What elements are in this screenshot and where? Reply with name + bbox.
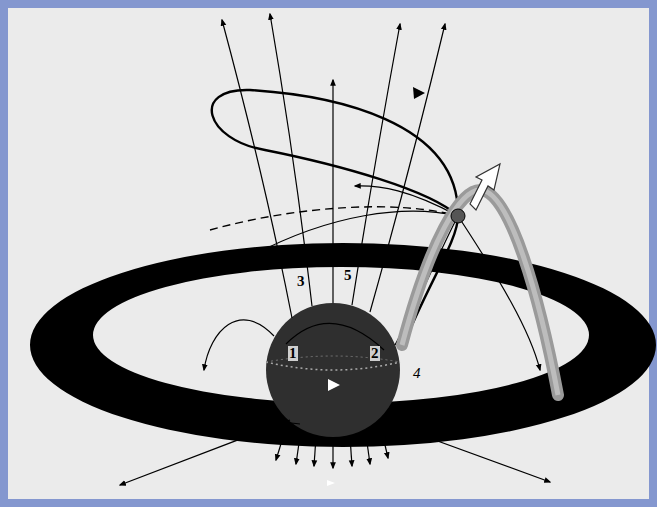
callout-number: 2 bbox=[370, 346, 380, 361]
callout-number: 3 bbox=[296, 274, 306, 289]
callout-number: 4 bbox=[412, 366, 422, 381]
callout-number: 5 bbox=[343, 268, 353, 283]
callout-number: 1 bbox=[288, 346, 298, 361]
